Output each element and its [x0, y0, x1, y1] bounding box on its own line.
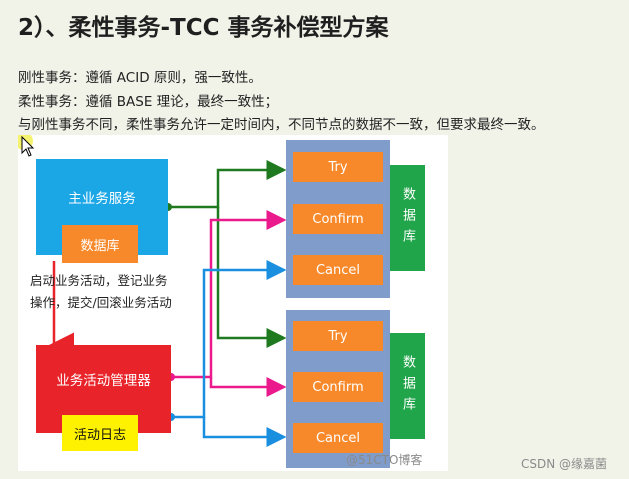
confirm-box-2: Confirm [293, 372, 383, 402]
cancel-box-1: Cancel [293, 255, 383, 285]
activity-manager-box: 业务活动管理器 [36, 345, 171, 433]
text-line-difference: 与刚性事务不同，柔性事务允许一定时间内，不同节点的数据不一致，但要求最终一致。 [18, 117, 545, 133]
try-box-2: Try [293, 321, 383, 351]
database-box-2: 数据库 [390, 333, 425, 439]
try-box-1: Try [293, 152, 383, 182]
text-line-flexible: 柔性事务：遵循 BASE 理论，最终一致性； [18, 94, 279, 110]
activity-log-box: 活动日志 [62, 415, 138, 451]
watermark-51cto: @51CTO博客 [346, 453, 423, 467]
page-title: 2）、柔性事务-TCC 事务补偿型方案 [18, 15, 389, 41]
mouse-cursor-icon [18, 135, 35, 157]
cancel-box-2: Cancel [293, 423, 383, 453]
manager-note: 启动业务活动，登记业务 操作，提交/回滚业务活动 [30, 270, 172, 314]
confirm-box-1: Confirm [293, 204, 383, 234]
manager-note-line2: 操作，提交/回滚业务活动 [30, 295, 172, 310]
watermark-csdn: CSDN @缘嘉菌 [521, 457, 608, 471]
tcc-diagram: 主业务服务 数据库 启动业务活动，登记业务 操作，提交/回滚业务活动 业务活动管… [18, 135, 448, 471]
database-box-1: 数据库 [390, 165, 425, 271]
manager-note-line1: 启动业务活动，登记业务 [30, 273, 168, 288]
main-database-box: 数据库 [62, 225, 138, 263]
text-line-rigid: 刚性事务：遵循 ACID 原则，强一致性。 [18, 70, 262, 86]
